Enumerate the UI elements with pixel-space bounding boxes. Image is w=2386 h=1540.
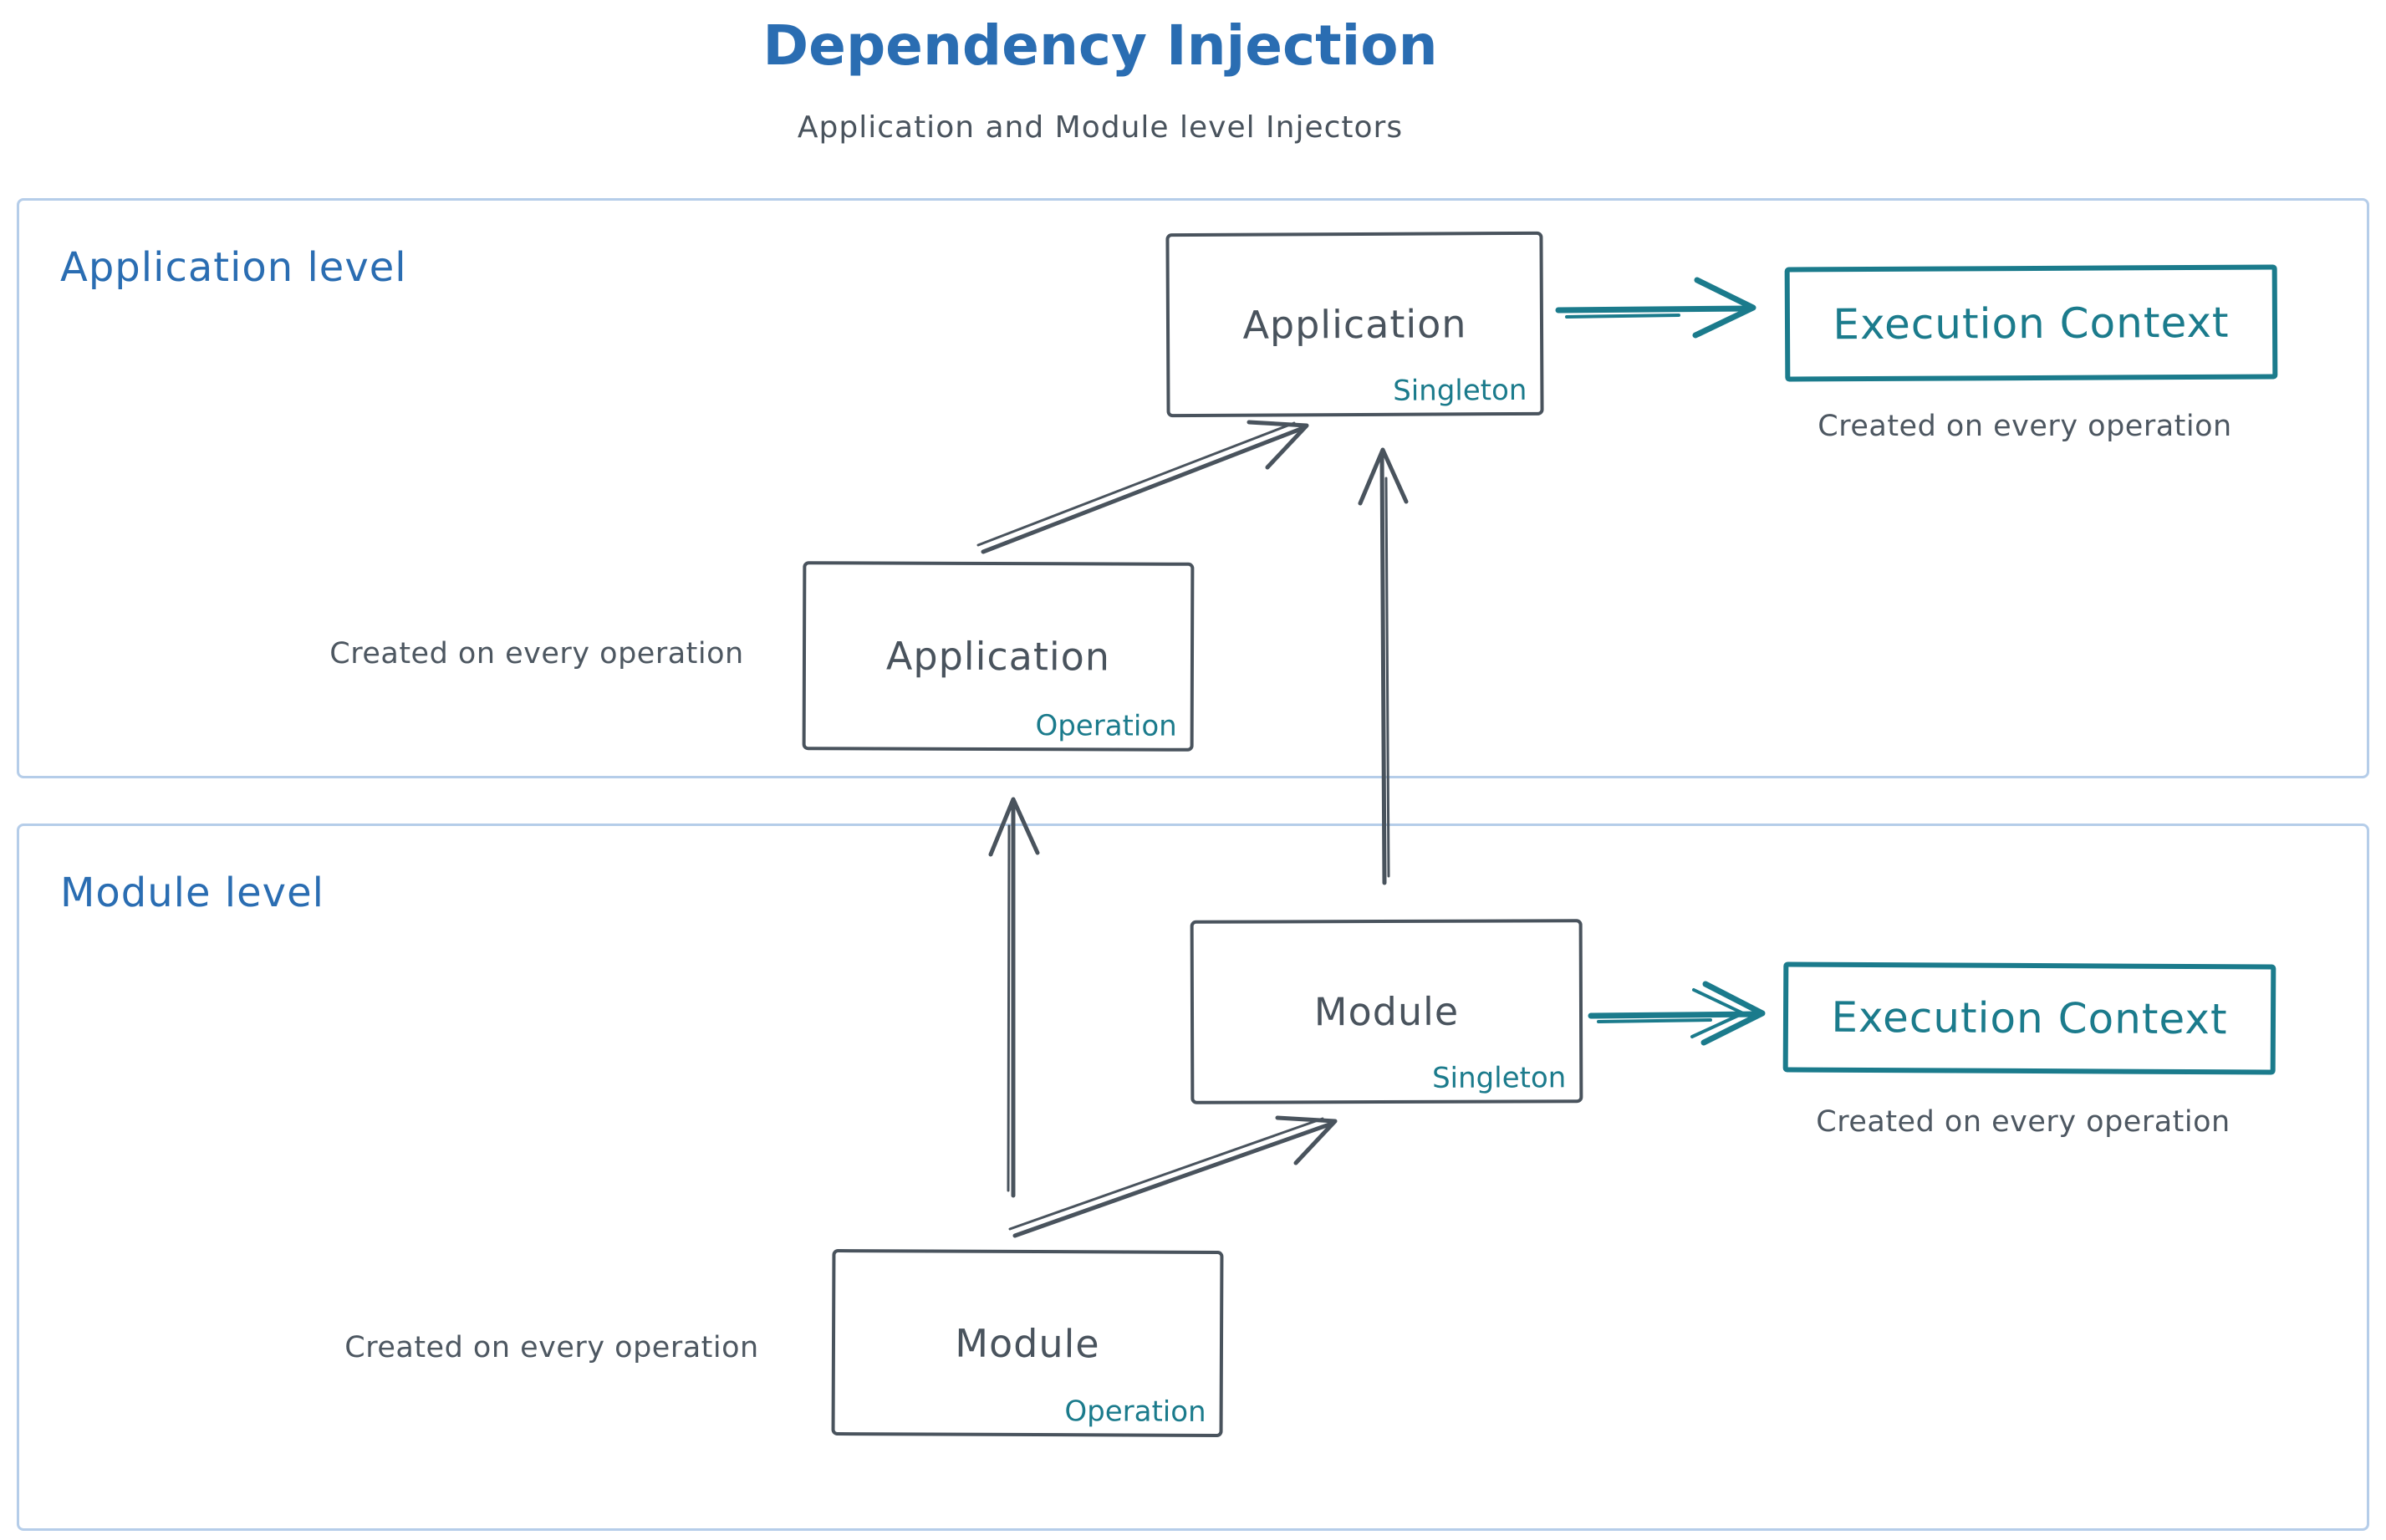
module-execution-context-caption: Created on every operation	[1816, 1105, 2231, 1139]
module-level-section	[17, 824, 2369, 1531]
app-execution-context-caption: Created on every operation	[1818, 410, 2232, 443]
app-operation-caption: Created on every operation	[329, 637, 744, 671]
application-level-section	[17, 198, 2369, 778]
app-execution-context-label: Execution Context	[1833, 298, 2230, 349]
module-operation-label: Module	[955, 1320, 1100, 1366]
module-execution-context-label: Execution Context	[1831, 992, 2228, 1044]
page-subtitle: Application and Module level Injectors	[797, 110, 1404, 145]
module-operation-box: Module Operation	[831, 1248, 1224, 1438]
app-execution-context-box: Execution Context	[1784, 264, 2278, 382]
module-level-label: Module level	[60, 869, 324, 916]
module-singleton-sublabel: Singleton	[1431, 1061, 1567, 1095]
app-operation-label: Application	[885, 633, 1111, 680]
app-singleton-box: Application Singleton	[1165, 231, 1544, 418]
module-execution-context-box: Execution Context	[1782, 961, 2276, 1075]
app-operation-sublabel: Operation	[1035, 709, 1177, 743]
app-singleton-label: Application	[1242, 301, 1467, 348]
page-title: Dependency Injection	[762, 13, 1438, 78]
app-singleton-sublabel: Singleton	[1393, 373, 1527, 408]
module-operation-sublabel: Operation	[1064, 1395, 1206, 1429]
module-singleton-box: Module Singleton	[1190, 919, 1583, 1104]
module-operation-caption: Created on every operation	[344, 1331, 759, 1364]
application-level-label: Application level	[60, 244, 407, 291]
module-singleton-label: Module	[1313, 988, 1460, 1035]
app-operation-box: Application Operation	[802, 561, 1195, 752]
